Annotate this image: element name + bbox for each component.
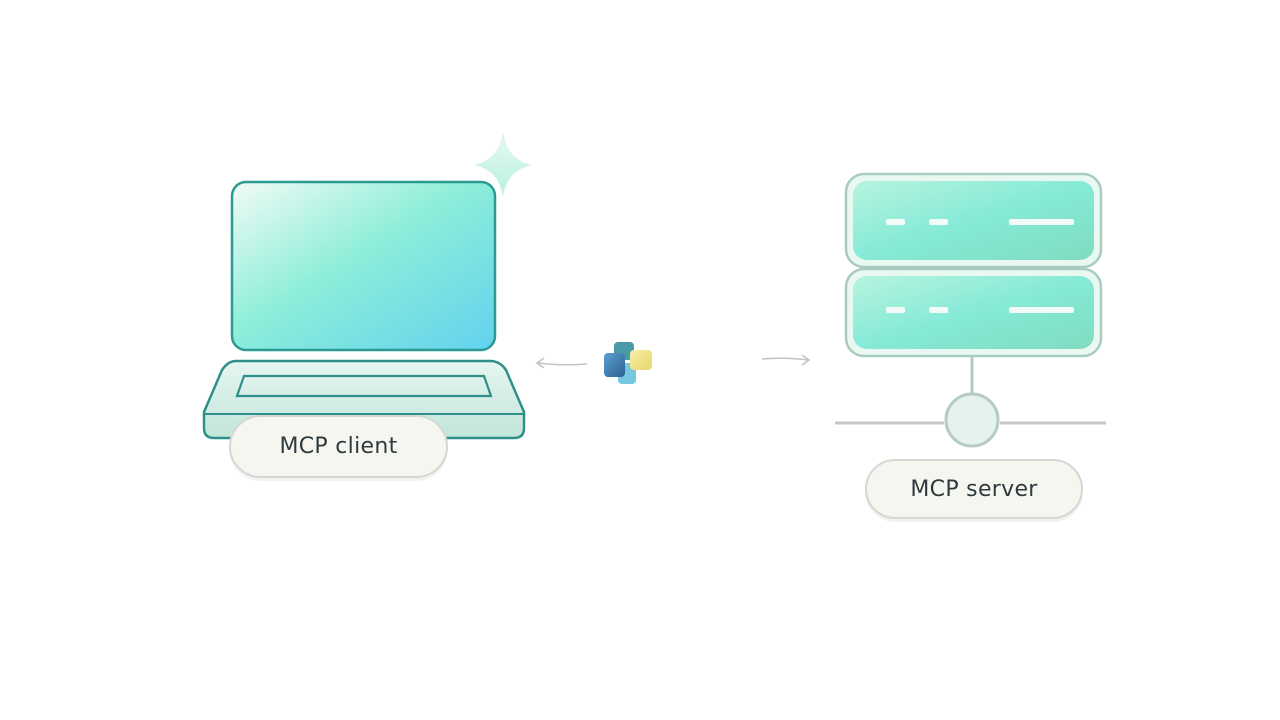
client-label-text: MCP client [279,434,398,459]
server-icon [844,172,1103,358]
laptop-keyboard [235,374,493,398]
laptop-screen [230,180,497,352]
sparkle-icon [474,133,532,197]
network-node-icon [835,357,1106,448]
client-label: MCP client [229,415,448,478]
server-label-text: MCP server [910,476,1038,502]
arrow-to-server-icon [761,354,811,366]
arrow-to-client-icon [535,357,588,369]
laptop-icon [202,180,526,440]
python-logo-icon [604,342,652,384]
server-label: MCP server [865,459,1083,519]
